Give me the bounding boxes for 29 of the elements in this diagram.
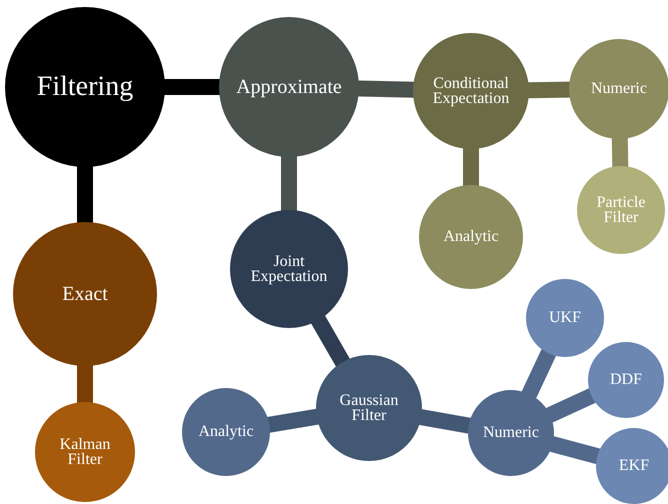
connector	[550, 436, 600, 464]
connector	[164, 79, 220, 95]
connector	[612, 138, 628, 168]
topic-label: DDF	[608, 372, 643, 388]
topic-label: Kalman Filter	[58, 436, 112, 468]
connector	[522, 349, 556, 398]
connector	[528, 82, 570, 98]
topic-label: UKF	[548, 310, 582, 326]
topic-label: EKF	[618, 458, 650, 474]
topic-label: Numeric	[482, 425, 540, 441]
connector	[546, 388, 596, 423]
topic-label: Approximate	[235, 78, 343, 96]
connector	[267, 408, 320, 433]
connector	[77, 365, 93, 403]
topic-label: Analytic	[442, 229, 500, 245]
connector	[358, 80, 414, 98]
topic-label: Joint Expectation	[250, 254, 328, 284]
connector	[418, 409, 472, 434]
topic-label: Exact	[61, 284, 109, 304]
topic-label: Numeric	[590, 81, 648, 97]
connector	[311, 315, 350, 367]
topic-label: Conditional Expectation	[432, 76, 510, 106]
topic-label: Gaussian Filter	[338, 392, 400, 424]
connector	[77, 166, 93, 223]
topic-label: Analytic	[197, 424, 255, 440]
topic-label: Filtering	[36, 74, 134, 100]
topic-label: Particle Filter	[596, 194, 646, 226]
connector	[463, 148, 479, 186]
connector	[281, 156, 297, 211]
